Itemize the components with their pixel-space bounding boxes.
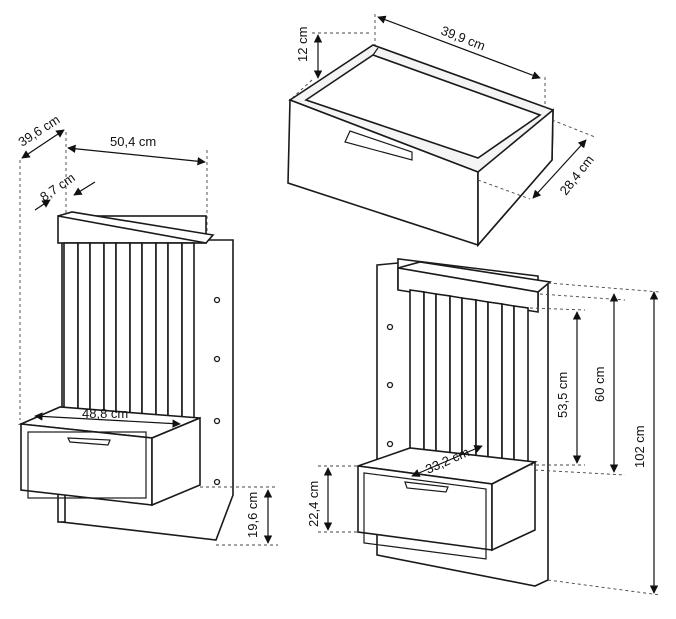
left-unit-illustration <box>17 211 234 541</box>
drawer-height-label: 12 cm <box>295 27 310 62</box>
left-width-label: 50,4 cm <box>110 134 156 149</box>
drawer-depth-label: 28,4 cm <box>557 152 597 198</box>
right-slat-height-label: 53,5 cm <box>555 372 570 418</box>
right-total-height-label: 102 cm <box>632 425 647 468</box>
left-shelf-offset-label: 8,7 cm <box>37 170 78 205</box>
left-shelf-width-label: 48,8 cm <box>82 406 128 421</box>
drawer-illustration <box>287 44 554 248</box>
left-slats <box>63 242 195 419</box>
mounting-hole <box>213 355 221 363</box>
right-unit-illustration <box>357 257 552 587</box>
left-depth-label: 39,6 cm <box>15 112 62 150</box>
mounting-hole <box>386 381 394 389</box>
left-bottom-gap-label: 19,6 cm <box>245 492 260 538</box>
mounting-hole <box>386 323 394 331</box>
right-table-height-label: 22,4 cm <box>306 481 321 527</box>
right-panel-upper-label: 60 cm <box>592 367 607 402</box>
mounting-hole <box>213 417 221 425</box>
mounting-hole <box>386 440 394 448</box>
mounting-hole <box>213 478 221 486</box>
mounting-hole <box>213 296 221 304</box>
